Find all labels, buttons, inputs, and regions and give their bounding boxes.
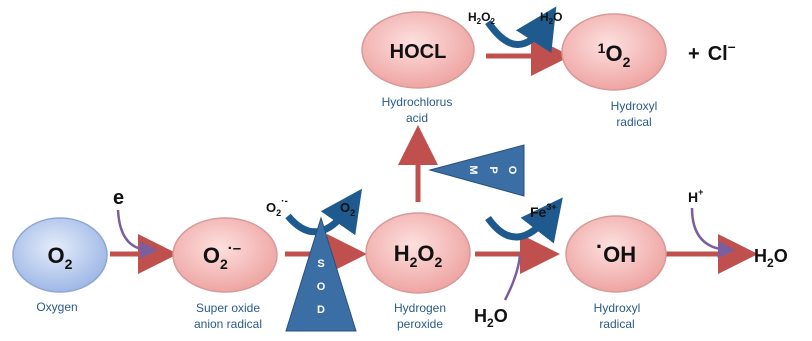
svg-text:Fe3+: Fe3+ — [530, 202, 557, 220]
sod-in-subscript: 2 — [276, 208, 281, 218]
h2o2-caption-line1: Hydrogen — [394, 301, 446, 315]
mpo-letter-p: P — [487, 166, 499, 173]
top-h2o-o: O — [553, 10, 562, 24]
superoxide-caption-line2: anion radical — [194, 317, 262, 331]
svg-text:O2: O2 — [340, 200, 355, 218]
h2o2-sub-2: 2 — [435, 254, 443, 270]
superoxide-superscript: ·– — [228, 240, 241, 257]
sod-letter-s: S — [317, 258, 324, 270]
electron-label: e — [113, 187, 124, 209]
h2o2-o: O — [417, 241, 434, 266]
hydroxyl-caption-line1: Hydroxyl — [594, 301, 641, 315]
svg-text:H2O: H2O — [474, 306, 508, 330]
water-out-subscript: 2 — [767, 256, 774, 270]
hocl-formula: HOCL — [390, 41, 447, 63]
fe-formula: Fe — [530, 204, 547, 220]
hydroxyl-caption-line2: radical — [599, 317, 634, 331]
proton-formula: H — [688, 189, 698, 205]
svg-text:H+: H+ — [688, 187, 703, 205]
top-curve-arrow — [485, 6, 557, 54]
singlet-caption-line1: Hydroxyl — [611, 99, 658, 113]
hocl-caption-line1: Hydrochlorus — [382, 95, 453, 109]
mpo-letter-o: O — [506, 166, 518, 175]
top-h2o2-o: O — [481, 10, 490, 24]
proton-superscript: + — [698, 187, 703, 197]
electron-curve-arrow — [116, 209, 158, 259]
svg-text:H2O2: H2O2 — [394, 241, 443, 270]
chloride-plus: + — [688, 43, 700, 65]
sod-letter-o: O — [317, 281, 326, 293]
top-h2o2-h: H — [468, 10, 477, 24]
sod-letter-d: D — [317, 304, 325, 316]
svg-text:·OH: ·OH — [596, 234, 636, 267]
singlet-formula: O — [605, 41, 622, 66]
sod-triangle: S O D — [285, 216, 357, 332]
svg-text:1O2: 1O2 — [598, 40, 631, 70]
oxygen-caption: Oxygen — [36, 300, 77, 314]
sod-out-subscript: 2 — [350, 208, 355, 218]
chloride-superscript: – — [728, 38, 736, 54]
proton-curve-arrow — [690, 207, 736, 259]
superoxide-caption-line1: Super oxide — [196, 301, 260, 315]
singlet-superscript: 1 — [598, 40, 606, 56]
chloride-formula: Cl — [708, 43, 728, 65]
water-in-h: H — [474, 306, 487, 326]
water-in-o: O — [494, 306, 508, 326]
superoxide-formula: O — [203, 243, 220, 268]
superoxide-subscript: 2 — [220, 256, 228, 272]
mpo-letter-m: M — [467, 165, 479, 174]
svg-text:H2O2: H2O2 — [468, 10, 495, 26]
top-h2o-subscript: 2 — [549, 17, 554, 26]
top-h2o2-sub-1: 2 — [477, 17, 482, 26]
svg-text:O2·-: O2·- — [266, 196, 288, 218]
singlet-caption-line2: radical — [616, 115, 651, 129]
water-in-subscript: 2 — [487, 316, 494, 330]
sod-out-formula: O — [340, 200, 350, 215]
hydroxyl-dot: · — [596, 234, 603, 259]
oxygen-formula: O — [48, 243, 65, 268]
hydroxyl-formula: OH — [603, 242, 636, 267]
water-in-curve-arrow — [503, 254, 522, 301]
sod-in-formula: O — [266, 200, 276, 215]
top-h2o-h: H — [540, 10, 549, 24]
hydroxyl-radical-node: ·OH — [565, 215, 667, 293]
fe-superscript: 3+ — [546, 202, 556, 212]
singlet-subscript: 2 — [623, 54, 631, 70]
hocl-caption-line2: acid — [406, 111, 428, 125]
water-out-h: H — [754, 246, 767, 266]
h2o2-sub-1: 2 — [410, 254, 418, 270]
oxygen-subscript: 2 — [65, 256, 73, 272]
svg-text:+Cl–: + Cl– — [688, 38, 736, 65]
h2o2-h: H — [394, 241, 410, 266]
hydrogen-peroxide-node: H2O2 — [365, 212, 471, 294]
hocl-node: HOCL — [361, 11, 475, 89]
svg-text:H2O: H2O — [754, 246, 788, 270]
h2o2-caption-line2: peroxide — [397, 317, 443, 331]
mpo-triangle: M P O — [428, 144, 525, 197]
svg-text:O2·–: O2·– — [203, 240, 241, 272]
svg-text:O2: O2 — [48, 243, 73, 272]
water-out-o: O — [774, 246, 788, 266]
singlet-oxygen-node: 1O2 — [561, 13, 667, 91]
sod-in-superscript: ·- — [281, 196, 288, 207]
fenton-curve-arrow — [485, 197, 563, 244]
oxygen-node: O2 — [12, 217, 108, 293]
top-h2o2-sub-2: 2 — [490, 17, 495, 26]
superoxide-node: O2·– — [172, 217, 278, 293]
svg-text:H2O: H2O — [540, 10, 562, 26]
